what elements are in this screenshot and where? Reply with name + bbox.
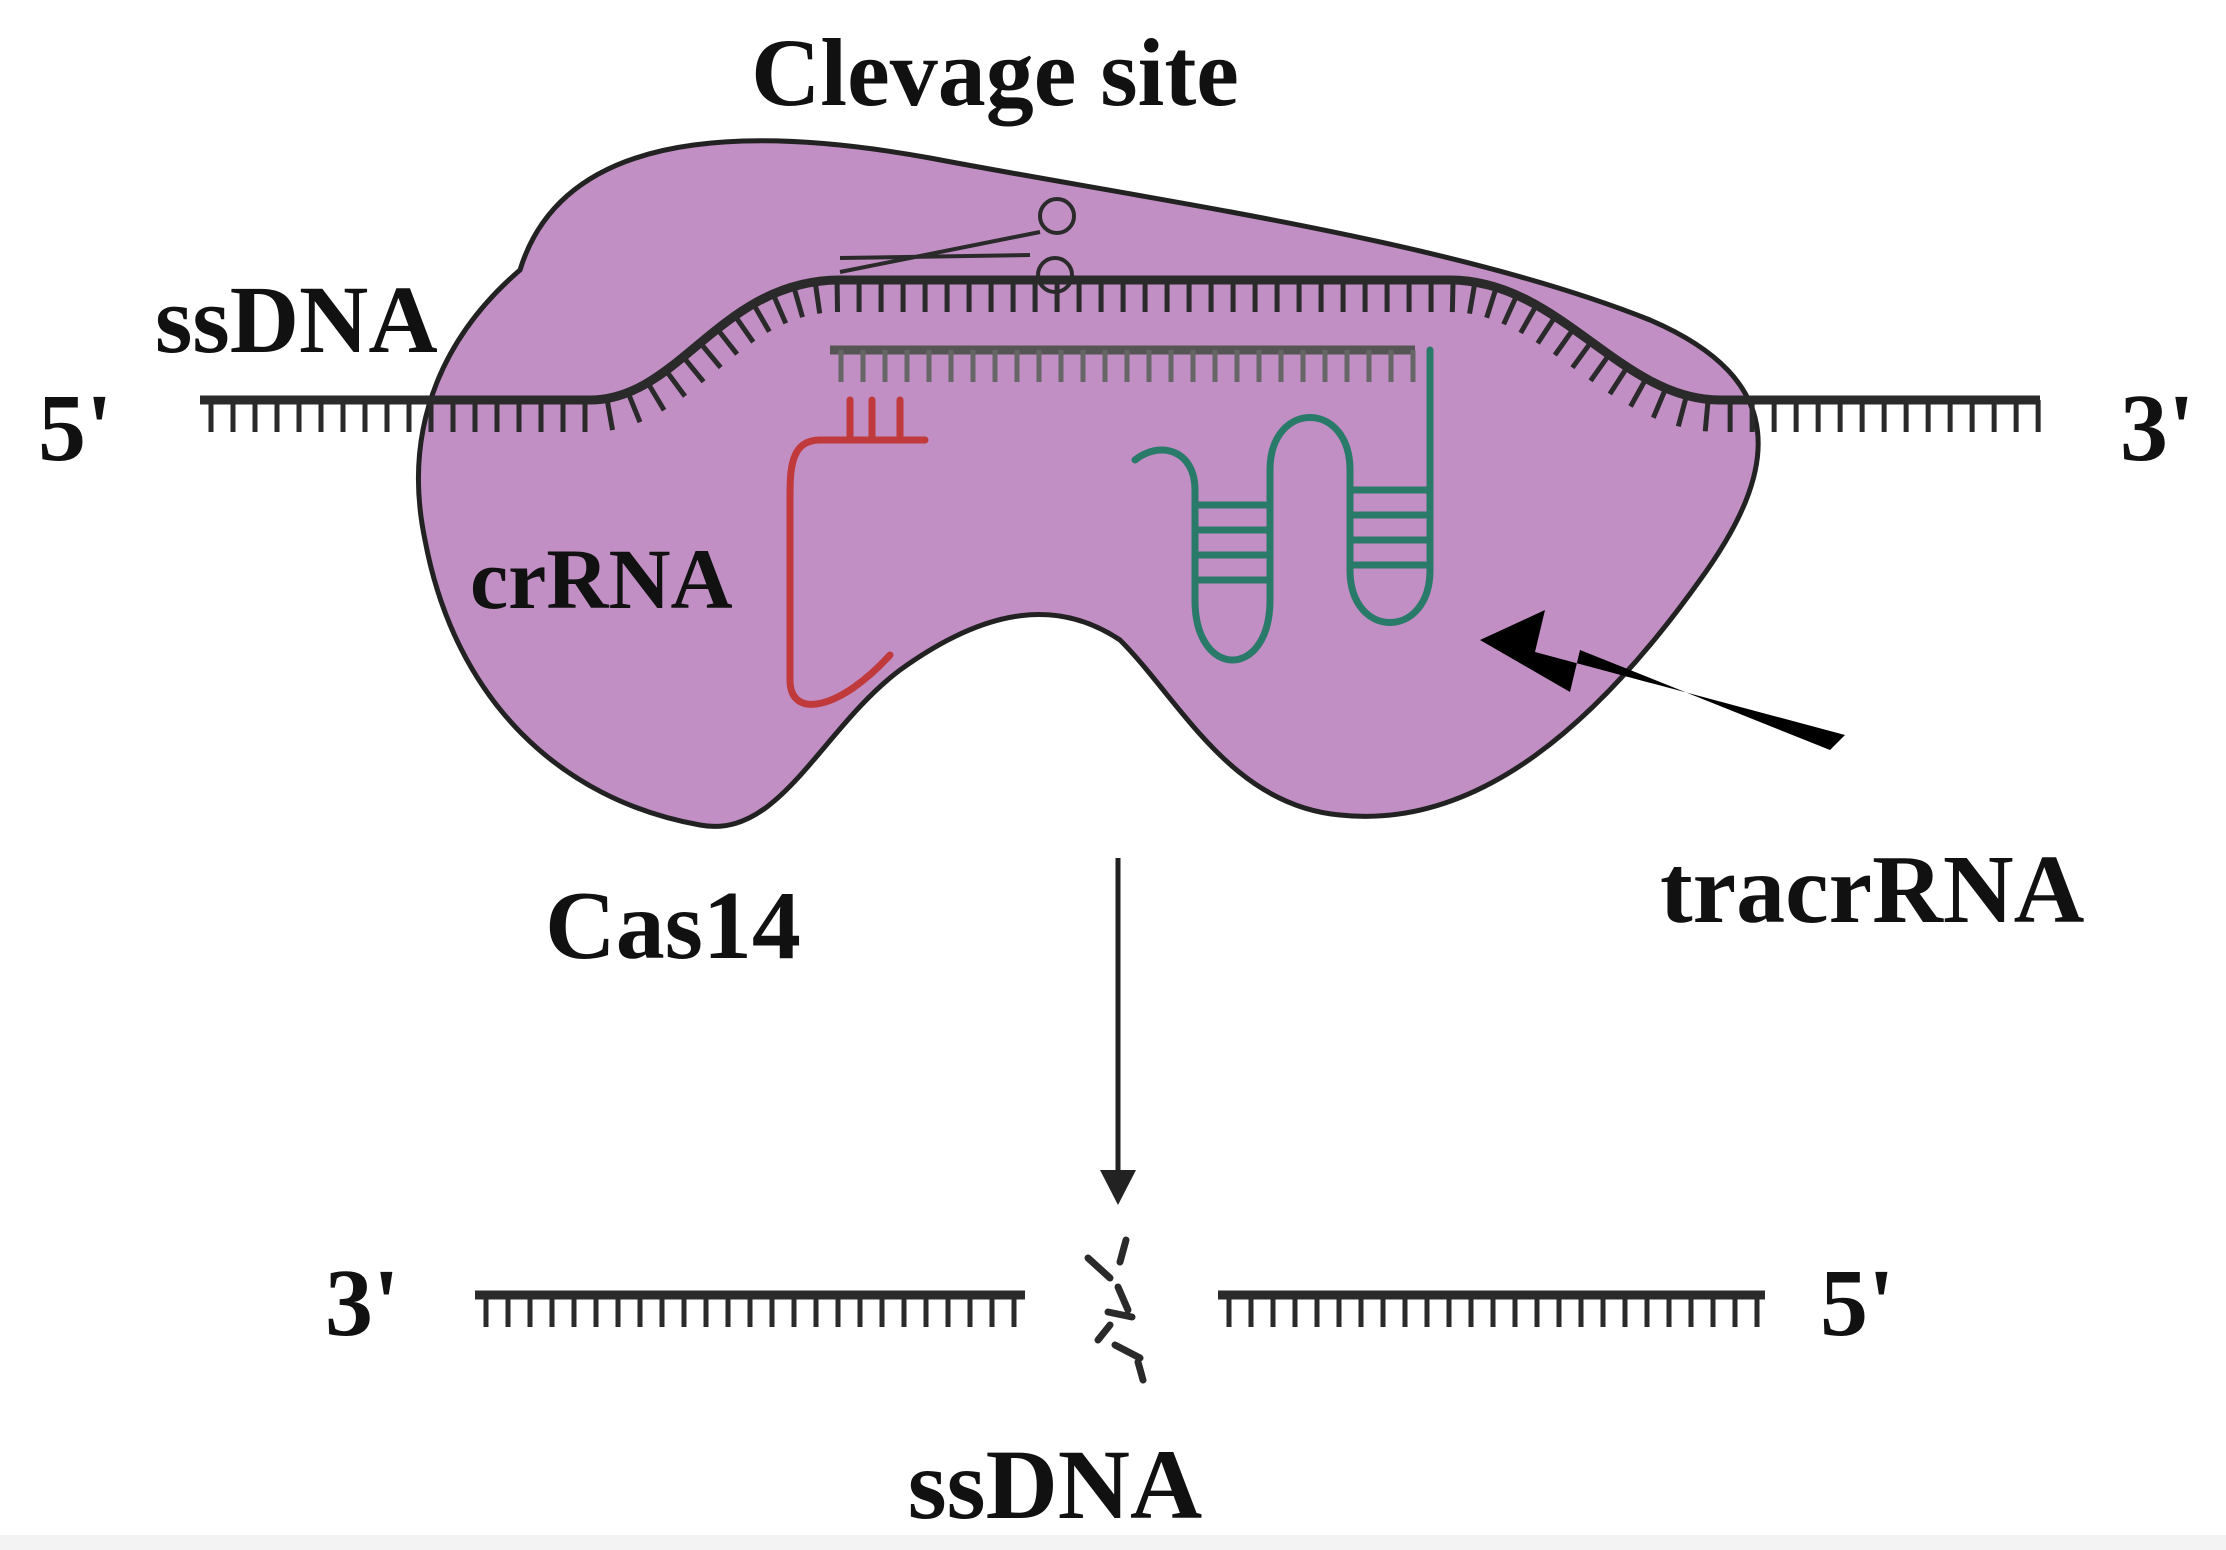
three-prime-bottom-label: 3' [325, 1249, 400, 1356]
dna-base-tick [1651, 387, 1669, 419]
five-prime-bottom-label: 5' [1820, 1249, 1895, 1356]
dna-base-tick [1570, 340, 1594, 370]
dna-base-tick [1535, 315, 1558, 345]
ssdna-fragment-left-bases [483, 1295, 1017, 1327]
cas14-label: Cas14 [545, 872, 801, 980]
dna-base-tick [1501, 294, 1520, 326]
dna-base-tick [1518, 303, 1539, 335]
dna-base-tick [1628, 377, 1649, 408]
cleaved-fragments [1084, 1236, 1147, 1384]
reaction-arrow [1100, 858, 1136, 1205]
five-prime-left-label: 5' [38, 374, 113, 481]
crrna-label: crRNA [470, 531, 733, 627]
bottom-strip [0, 1535, 2226, 1550]
dna-base-tick [1607, 365, 1630, 396]
three-prime-right-label: 3' [2120, 374, 2195, 481]
dna-base-tick [715, 327, 740, 356]
dna-base-tick [698, 341, 723, 370]
dna-base-tick [681, 355, 706, 384]
dna-base-tick [1484, 286, 1499, 319]
dna-base-tick [1449, 279, 1456, 313]
dna-base-tick [1702, 399, 1711, 432]
tracrrna-pointer-arrow [1480, 610, 1845, 750]
dna-base-tick [663, 369, 688, 398]
ssdna-fragment-right-bases [1226, 1295, 1760, 1327]
dna-base-tick [791, 285, 805, 318]
dna-base-tick [1588, 353, 1612, 383]
dna-base-tick [625, 391, 643, 424]
dna-base-tick [604, 398, 615, 431]
dna-base-tick [812, 281, 823, 314]
dna-base-tick [1552, 327, 1576, 357]
ssdna-bases-top [208, 279, 2041, 432]
dna-base-tick [732, 314, 756, 344]
dna-base-tick [1467, 281, 1478, 315]
tracrrna-stem-2 [1346, 486, 1434, 569]
cleavage-site-label: Clevage site [751, 19, 1239, 126]
dna-base-tick [770, 292, 789, 325]
tracrrna-stem-1 [1191, 501, 1274, 584]
dna-base-tick [1675, 394, 1689, 428]
tracrrna-label: tracrRNA [1660, 836, 2085, 944]
scissors-icon [839, 197, 1076, 294]
dna-base-tick [645, 381, 667, 412]
tracrrna-strand [1131, 346, 1434, 664]
dna-base-tick [751, 302, 772, 333]
ssdna-top-label: ssDNA [155, 266, 438, 373]
ssdna-bottom-label: ssDNA [908, 1429, 1202, 1540]
cas14-protein [415, 138, 1761, 829]
crrna-strand [786, 396, 929, 708]
crrna-spacer-bases [838, 350, 1416, 382]
